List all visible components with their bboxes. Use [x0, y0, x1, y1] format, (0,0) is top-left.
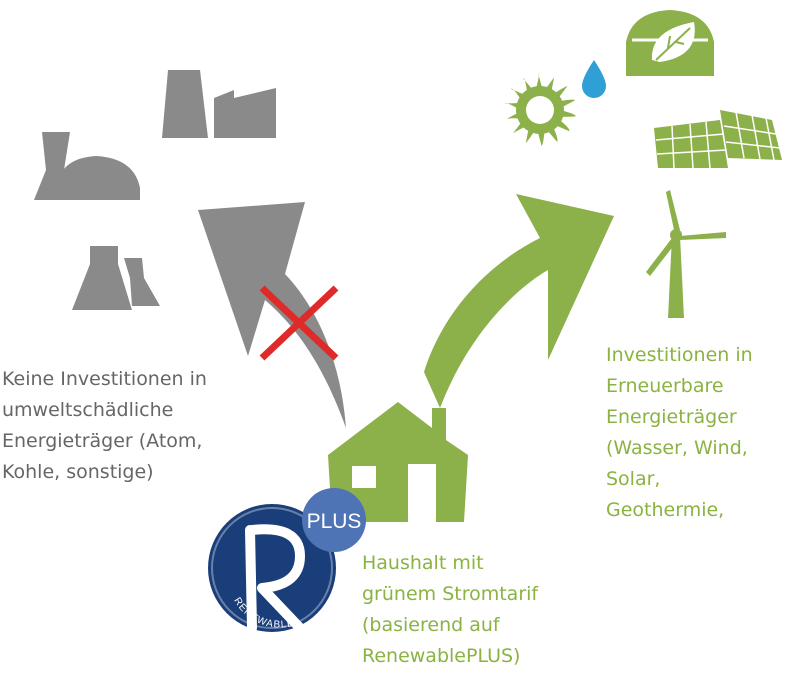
- wind-turbine-icon: [646, 190, 726, 318]
- turbine-blade: [544, 76, 555, 94]
- turbine-blade: [553, 118, 570, 132]
- red-x-icon: [259, 285, 339, 361]
- right-caption: Investitionen in Erneuerbare Energieträg…: [606, 344, 753, 521]
- rejected-arrow: [198, 202, 346, 428]
- turbine-blade: [510, 88, 527, 102]
- turbine-blade: [552, 85, 568, 100]
- turbine-blade: [525, 126, 536, 144]
- turbine-blade: [535, 73, 543, 91]
- plus-label: PLUS: [307, 510, 362, 533]
- turbine-blade: [512, 120, 528, 134]
- solar-panel-icon: [654, 110, 782, 169]
- house-icon: [328, 402, 468, 522]
- turbine-blade: [505, 111, 522, 120]
- renewableplus-logo: RENEWABLE PLUS: [208, 488, 366, 633]
- turbine-blade: [522, 78, 534, 95]
- house-caption: Haushalt mit grünem Stromtarif (basieren…: [362, 552, 539, 667]
- investment-arrow: [424, 194, 614, 408]
- cooling-tower-icon: [72, 246, 160, 310]
- nuclear-plant-icon: [34, 132, 140, 200]
- turbine-blade: [537, 129, 545, 146]
- turbine-blade: [546, 125, 558, 142]
- water-turbine-icon: [504, 60, 606, 146]
- turbine-blade: [558, 110, 576, 118]
- turbine-blade: [558, 99, 575, 109]
- left-caption: Keine Investitionen in umweltschädliche …: [2, 368, 207, 483]
- geothermal-leaf-icon: [626, 10, 714, 76]
- factory-icon: [162, 70, 276, 138]
- turbine-blade: [504, 102, 522, 110]
- water-drop-icon: [582, 60, 606, 98]
